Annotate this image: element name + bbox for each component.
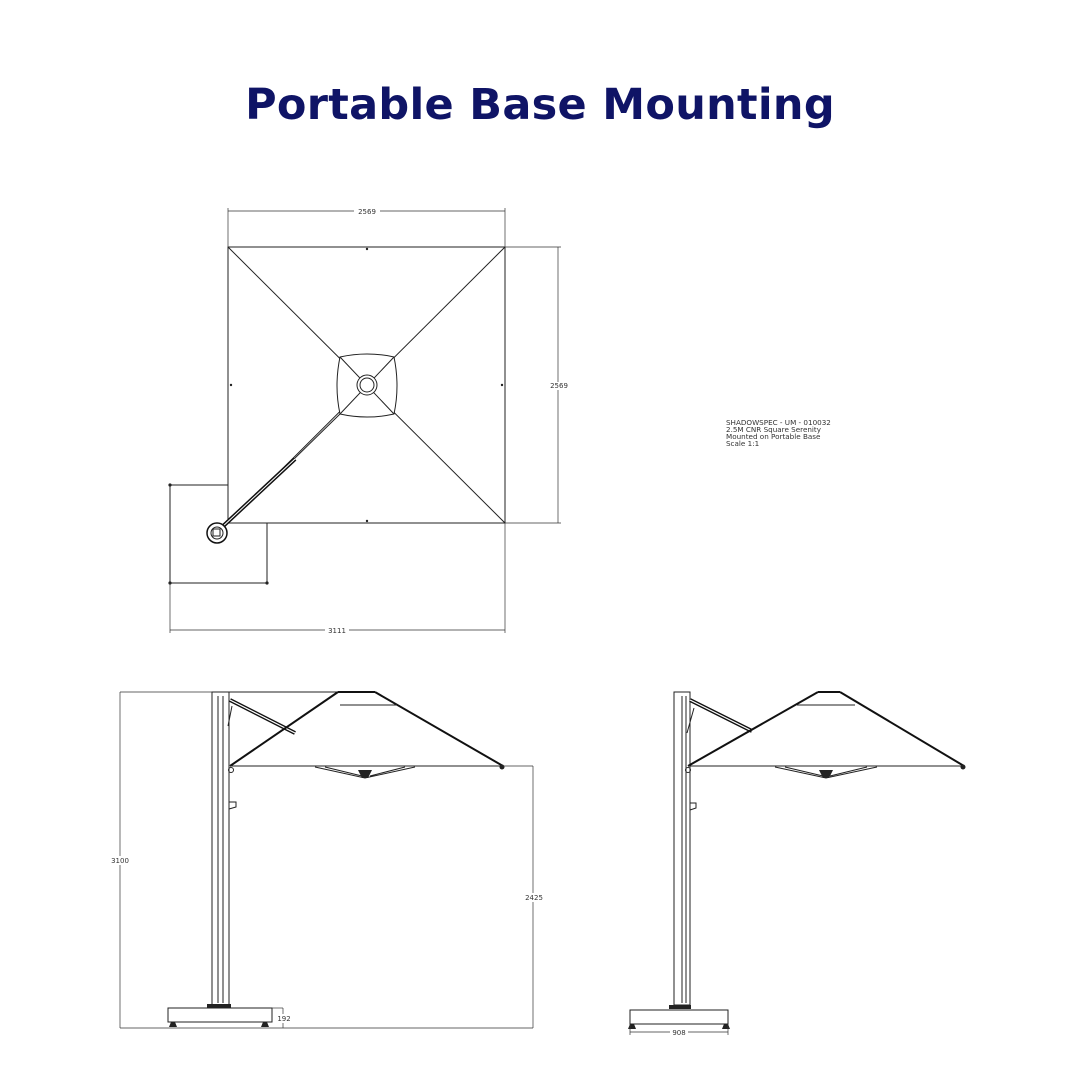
pole: [211, 691, 230, 1006]
base-feet: [169, 1022, 269, 1027]
canopy-outline: [227, 246, 506, 524]
note-line: SHADOWSPEC - UM - 010032: [726, 418, 831, 427]
canopy-hub: [819, 770, 833, 778]
canopy-edge: [687, 691, 819, 767]
note-line: 2.5M CNR Square Serenity: [726, 425, 822, 434]
dim-top-label: 2569: [358, 208, 376, 216]
page-title: Portable Base Mounting: [245, 80, 835, 130]
note-line: Scale 1:1: [726, 439, 759, 448]
canopy-edge: [229, 691, 339, 767]
handle: [228, 801, 237, 810]
canopy-edge: [839, 691, 965, 767]
dim-right-label: 2569: [550, 382, 568, 390]
plan-view: 2569 2569 3111: [168, 207, 570, 635]
side-view: 3100 2425 192: [108, 691, 546, 1029]
pole-base-disc: [206, 522, 228, 544]
dim-base-width-label: 908: [672, 1029, 685, 1037]
dim-bottom-label: 3111: [328, 627, 346, 635]
pole-flange: [669, 1005, 691, 1009]
canopy-edge: [374, 691, 504, 767]
handle: [689, 802, 697, 811]
arm: [293, 413, 341, 460]
canopy-hub: [358, 770, 372, 778]
portable-base: [629, 1009, 729, 1025]
pole-flange: [207, 1004, 231, 1008]
drawing-notes: SHADOWSPEC - UM - 010032 2.5M CNR Square…: [726, 418, 831, 448]
dim-clearance-label: 2425: [525, 894, 543, 902]
front-view: 908: [628, 691, 966, 1037]
dim-base-height-label: 192: [277, 1015, 290, 1023]
dim-height-label: 3100: [111, 857, 129, 865]
note-line: Mounted on Portable Base: [726, 432, 821, 441]
portable-base: [167, 1007, 273, 1023]
